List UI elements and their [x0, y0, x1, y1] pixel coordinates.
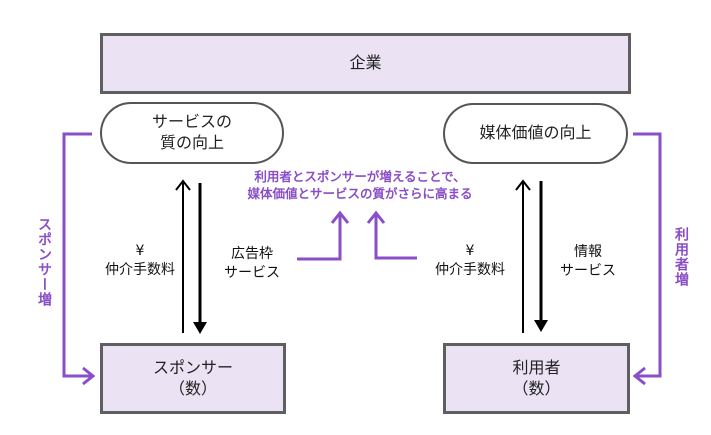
ad-service-line1: 広告枠: [231, 246, 273, 262]
sponsor-box: スポンサー （数）: [100, 343, 286, 414]
yen-symbol: ¥: [465, 243, 475, 259]
left-fee-label: ¥ 仲介手数料: [100, 242, 180, 280]
user-box: 利用者 （数）: [443, 343, 630, 414]
service-quality-node: サービスの 質の向上: [100, 102, 284, 164]
media-value-node: 媒体価値の向上: [443, 103, 628, 164]
center-note-line2: 媒体価値とサービスの質がさらに高まる: [247, 185, 473, 201]
left-service-arrow-down: [193, 183, 207, 334]
sponsor-increase-loop: [62, 132, 96, 386]
company-box: 企業: [100, 33, 631, 94]
right-fee-label: ¥ 仲介手数料: [425, 242, 515, 280]
center-note-line1: 利用者とスポンサーが増えることで、: [254, 169, 466, 184]
company-label: 企業: [349, 53, 382, 73]
right-fee-arrow-up: [515, 179, 531, 333]
user-count-label: （数）: [512, 378, 561, 398]
info-service-line2: サービス: [560, 262, 616, 279]
info-service-label: 情報 サービス: [548, 243, 628, 281]
service-quality-line1: サービスの: [151, 112, 232, 132]
sponsor-count-label: （数）: [168, 378, 217, 398]
center-arrow-left: [297, 210, 350, 261]
ad-service-line2: サービス: [224, 264, 280, 281]
yen-symbol: ¥: [135, 243, 145, 259]
ad-service-label: 広告枠 サービス: [212, 245, 292, 283]
sponsor-label: スポンサー: [152, 357, 233, 377]
left-fee-text: 仲介手数料: [105, 261, 175, 278]
sponsor-increase-label: スポンサー増: [36, 217, 52, 307]
center-arrow-right: [366, 210, 417, 260]
user-label: 利用者: [512, 357, 561, 377]
info-service-line1: 情報: [574, 244, 602, 260]
user-increase-label: 利用者増: [673, 227, 689, 287]
right-fee-text: 仲介手数料: [435, 261, 505, 278]
center-note: 利用者とスポンサーが増えることで、 媒体価値とサービスの質がさらに高まる: [215, 169, 505, 203]
left-fee-arrow-up: [175, 179, 191, 333]
media-value-label: 媒体価値の向上: [479, 123, 592, 143]
right-service-arrow-down: [534, 181, 548, 332]
service-quality-line2: 質の向上: [159, 133, 224, 152]
user-increase-loop: [632, 132, 662, 386]
